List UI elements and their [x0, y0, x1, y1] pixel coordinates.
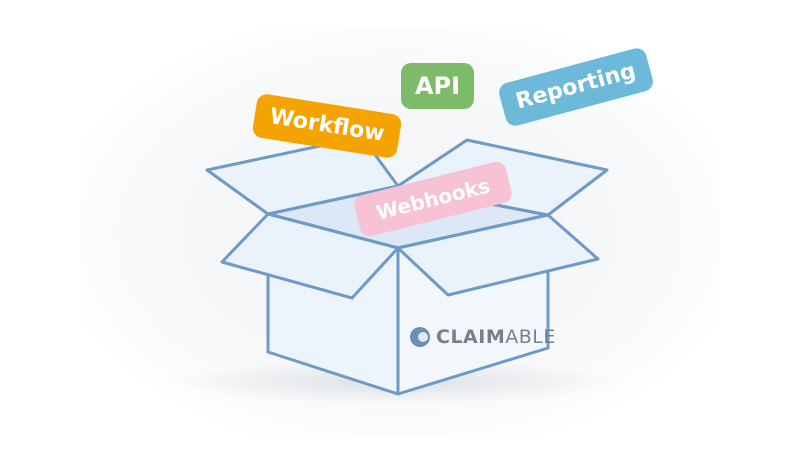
- box-front-right-flap: [396, 213, 600, 297]
- brand-name-light: ABLE: [505, 326, 556, 348]
- box-front-left-flap: [220, 212, 400, 300]
- claimable-brand: CLAIMABLE: [410, 319, 556, 355]
- brand-name: CLAIMABLE: [436, 326, 556, 348]
- api-tag: API: [401, 63, 474, 109]
- claimable-logo-icon: [410, 327, 430, 347]
- brand-name-bold: CLAIM: [436, 326, 506, 348]
